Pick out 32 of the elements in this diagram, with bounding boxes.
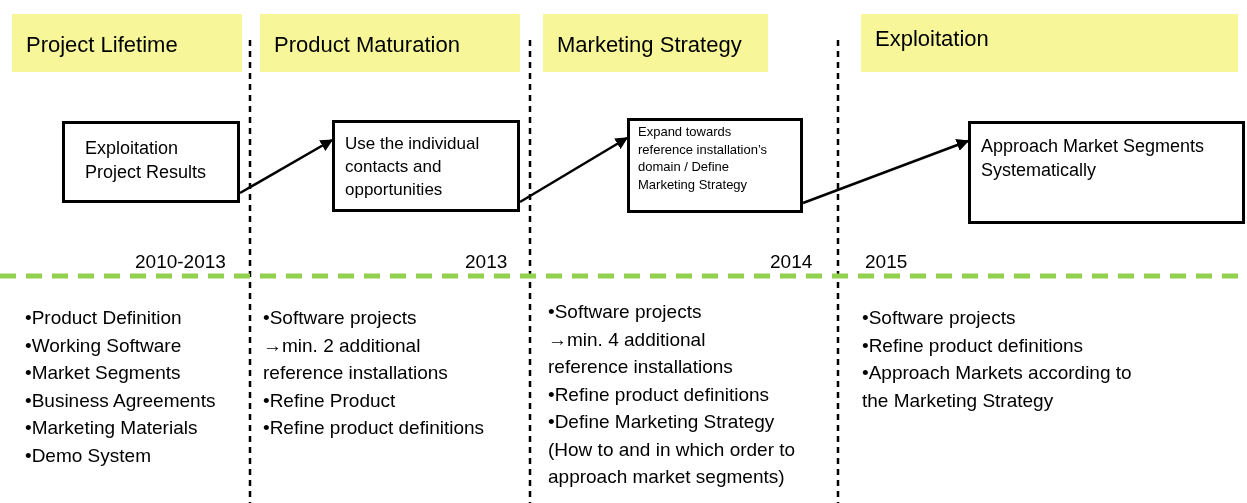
arrow	[239, 138, 334, 195]
bullet-item: •Refine product definitions	[263, 416, 486, 440]
bullet-item: •Refine Product	[263, 388, 397, 413]
year-label: 2014	[770, 250, 814, 274]
bullet-item: •Approach Markets according to the Marketing Strategy	[862, 361, 1133, 413]
bullet-item: •Product Definition	[25, 306, 183, 330]
year-label: 2010-2013	[135, 250, 227, 274]
arrow	[519, 136, 629, 204]
milestone-box: Use the individual contacts and opportunities	[332, 120, 520, 212]
milestone-box: Approach Market Segments Systematically	[968, 121, 1245, 224]
bullet-item: •Define Marketing Strategy (How to and in which order to approach market segments)	[548, 410, 797, 489]
bullet-item: •Software projects	[263, 306, 418, 330]
year-label: 2013	[465, 250, 509, 274]
phase-header: Marketing Strategy	[543, 14, 768, 72]
bullet-item: •Business Agreements	[25, 388, 217, 413]
bullet-item: •Software projects	[862, 306, 1017, 330]
milestone-box: Expand towards reference installation’s domain / Define Marketing Strategy	[627, 118, 803, 213]
sub-item: →min. 4 additional reference installations	[548, 327, 734, 379]
bullet-item: •Demo System	[25, 443, 152, 468]
year-label: 2015	[865, 250, 909, 274]
milestone-box: Exploitation Project Results	[62, 121, 240, 203]
sub-item: →min. 2 additional reference installations	[263, 333, 449, 385]
bullet-item: •Market Segments	[25, 361, 182, 385]
bullet-item: •Software projects	[548, 300, 703, 324]
phase-header: Project Lifetime	[12, 14, 242, 72]
bullet-item: •Marketing Materials	[25, 416, 199, 440]
bullet-item: •Refine product definitions	[862, 333, 1085, 358]
arrow	[802, 139, 970, 205]
phase-header: Exploitation	[861, 14, 1238, 72]
phase-header: Product Maturation	[260, 14, 520, 72]
bullet-item: •Working Software	[25, 333, 183, 358]
bullet-item: •Refine product definitions	[548, 382, 771, 407]
